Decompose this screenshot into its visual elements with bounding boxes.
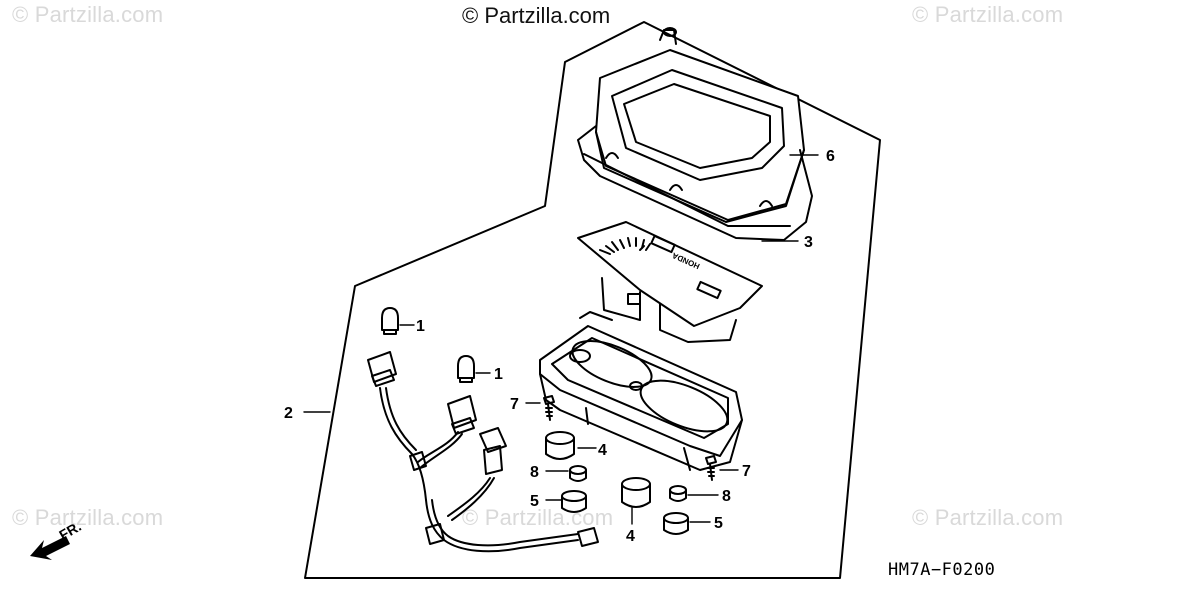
bulb-1b [457,355,475,383]
screw-7a [543,395,555,421]
callout-2: 2 [284,405,293,422]
callout-4a: 4 [598,442,607,459]
meter-case [577,27,813,241]
bulb-1a [381,307,399,335]
callout-5b: 5 [714,515,723,532]
callout-1b: 1 [494,366,503,383]
callout-8b: 8 [722,488,731,505]
grommet-5a [561,490,587,513]
gauge-base [539,311,743,471]
grommet-4a [545,431,575,460]
callout-6: 6 [826,148,835,165]
leader-lines [303,154,819,525]
watermark-bottom-center: © Partzilla.com [462,505,614,530]
screw-7b [705,455,717,481]
watermark-top-left: © Partzilla.com [12,2,164,27]
callout-1a: 1 [416,318,425,335]
grommet-4b [621,477,651,508]
watermark-top-center: © Partzilla.com [462,3,611,28]
callout-labels: 6 3 1 1 2 7 4 8 5 4 7 8 5 [284,148,835,545]
diagram-code: HM7A−F0200 [888,560,996,580]
arrow-down-left-icon [30,536,70,560]
watermark-bottom-right: © Partzilla.com [912,505,1064,530]
callout-5a: 5 [530,493,539,510]
callout-7b: 7 [742,463,751,480]
callout-8a: 8 [530,464,539,481]
collar-8b [669,485,687,502]
grommet-5b [663,512,689,535]
callout-7a: 7 [510,396,519,413]
wire-harness [367,351,599,553]
callout-3: 3 [804,234,813,251]
dial-panel [577,221,763,343]
callout-4b: 4 [626,528,635,545]
assembly-boundary [304,21,881,579]
watermark-bottom-left: © Partzilla.com [12,505,164,530]
collar-8a [569,465,587,482]
watermark-top-right: © Partzilla.com [912,2,1064,27]
